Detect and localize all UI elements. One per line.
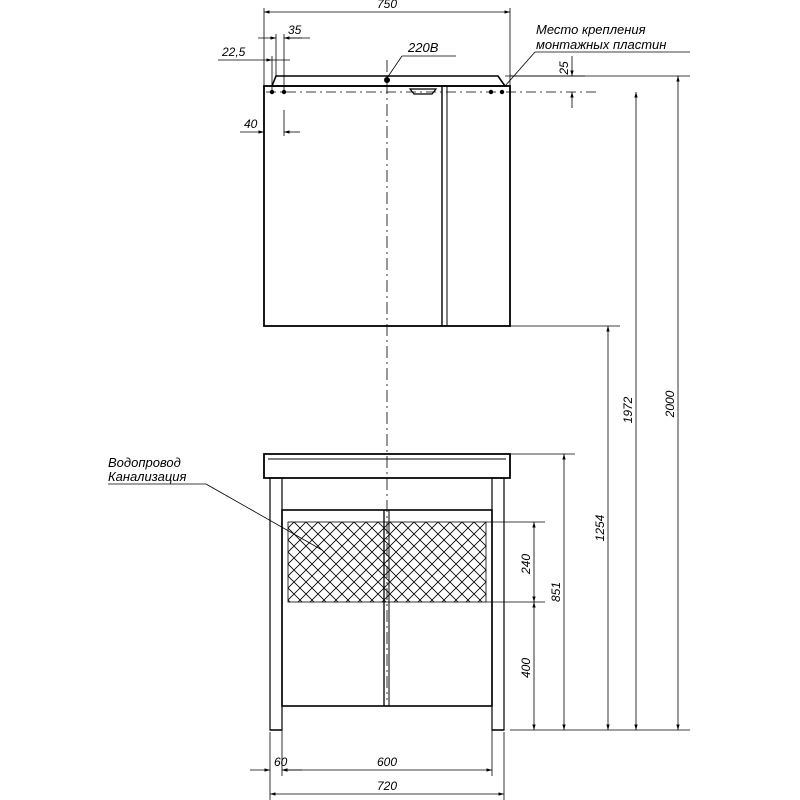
dim-240: 240 <box>519 554 533 575</box>
dim-25: 25 <box>557 61 571 76</box>
dim-600: 600 <box>377 755 397 769</box>
vanity-unit <box>263 453 511 731</box>
dim-400: 400 <box>519 658 533 678</box>
dim-1972: 1972 <box>621 396 635 423</box>
label-mounting-plates-2: монтажных пластин <box>536 37 666 52</box>
dim-720: 720 <box>377 779 397 793</box>
dim-750: 750 <box>377 0 397 11</box>
dim-40: 40 <box>244 117 258 131</box>
dim-851: 851 <box>549 582 563 602</box>
dim-22-5: 22,5 <box>221 45 246 59</box>
dim-60: 60 <box>274 755 288 769</box>
dim-2000: 2000 <box>663 390 677 418</box>
service-zone-hatch <box>287 521 487 603</box>
label-220v: 220В <box>407 40 439 55</box>
dimension-lines <box>108 8 690 800</box>
label-water-supply: Водопровод <box>108 455 181 470</box>
label-sewer: Канализация <box>108 469 186 484</box>
label-mounting-plates-1: Место крепления <box>536 22 646 37</box>
dim-1254: 1254 <box>593 514 607 541</box>
dim-35: 35 <box>288 23 302 37</box>
